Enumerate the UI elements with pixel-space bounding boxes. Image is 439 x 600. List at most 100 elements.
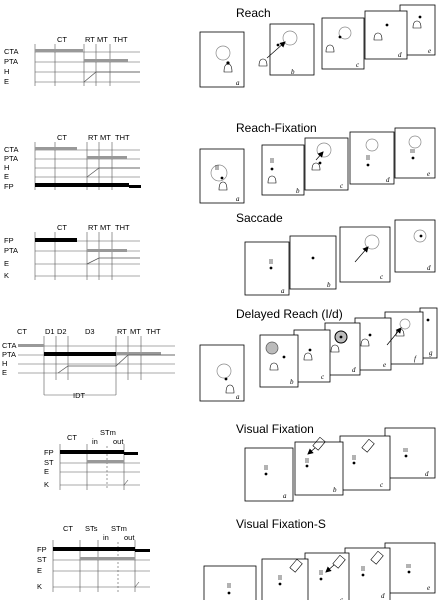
phase-label: RT [85, 35, 95, 44]
panel-label: a [236, 393, 240, 401]
signal-label: FP [4, 182, 14, 191]
panel-label: b [290, 378, 294, 386]
timing-diagram-delayed-reach: CT D1 D2 D3 RT MT THT CTA PTA H E IDT [2, 327, 175, 400]
phase-label: THT [115, 133, 130, 142]
phase-label: D2 [57, 327, 67, 336]
phase-label: RT [117, 327, 127, 336]
phase-label: CT [67, 433, 77, 442]
phase-label: THT [146, 327, 161, 336]
panel-label: d [352, 366, 356, 374]
panel-label: b [327, 281, 331, 289]
signal-label: K [44, 480, 49, 489]
signal-label: CTA [2, 341, 16, 350]
phase-label: STm [100, 428, 116, 437]
panel-stack-reach-fixation [199, 127, 436, 204]
task-title: Delayed Reach (I/d) [236, 307, 343, 321]
signal-label: K [4, 271, 9, 280]
signal-label: K [37, 582, 42, 591]
signal-label: E [4, 259, 9, 268]
phase-label: RT [88, 133, 98, 142]
panel-label: b [333, 486, 337, 494]
phase-label: STs [85, 524, 98, 533]
panel-label: a [283, 492, 287, 500]
task-visual-fixation-s: CT STs STm in out FP ST E K Visual Fixat… [37, 517, 436, 600]
task-title: Visual Fixation-S [236, 517, 326, 531]
phase-label: CT [57, 223, 67, 232]
panel-stack-reach [199, 4, 436, 88]
phase-label: in [103, 533, 109, 542]
panel-label: d [381, 592, 385, 600]
panel-label: c [340, 182, 344, 190]
task-title: Visual Fixation [236, 422, 314, 436]
timing-diagram-visual-fixation-s: CT STs STm in out FP ST E K [37, 524, 150, 592]
panel-label: c [321, 373, 325, 381]
timing-diagram-visual-fixation: CT STm in out FP ST E K [44, 428, 140, 490]
signal-label: PTA [2, 350, 16, 359]
phase-label: in [92, 437, 98, 446]
task-delayed-reach: CT D1 D2 D3 RT MT THT CTA PTA H E IDT [2, 307, 438, 402]
panel-stack-delayed-reach [199, 307, 438, 402]
panel-label: c [380, 273, 384, 281]
signal-label: FP [37, 545, 47, 554]
panel-label: e [383, 361, 386, 369]
signal-label: E [4, 172, 9, 181]
signal-label: PTA [4, 57, 18, 66]
phase-label: MT [130, 327, 141, 336]
signal-label: H [4, 163, 9, 172]
panel-label: g [429, 349, 433, 357]
phase-label: CT [63, 524, 73, 533]
phase-label: MT [100, 223, 111, 232]
task-reach: CT RT MT THT CTA PTA H E Reach [4, 4, 436, 88]
phase-label: D1 [45, 327, 55, 336]
interval-label: IDT [73, 391, 86, 400]
phase-label: THT [115, 223, 130, 232]
panel-label: c [340, 596, 344, 600]
task-title: Saccade [236, 211, 283, 225]
signal-label: PTA [4, 154, 18, 163]
panel-label: e [428, 47, 431, 55]
task-title: Reach [236, 6, 271, 20]
phase-label: out [113, 437, 124, 446]
panel-label: e [427, 584, 430, 592]
phase-label: CT [57, 133, 67, 142]
phase-label: D3 [85, 327, 95, 336]
panel-label: a [236, 79, 240, 87]
phase-label: STm [111, 524, 127, 533]
signal-label: H [2, 359, 7, 368]
panel-label: e [427, 170, 430, 178]
panel-label: f [414, 355, 417, 363]
signal-label: E [44, 467, 49, 476]
panel-label: d [398, 51, 402, 59]
phase-label: RT [88, 223, 98, 232]
panel-label: d [427, 264, 431, 272]
timing-diagram-saccade: CT RT MT THT FP PTA E K [4, 223, 140, 280]
signal-label: FP [44, 448, 54, 457]
panel-stack-visual-fixation-s [203, 542, 436, 600]
panel-label: b [291, 68, 295, 76]
signal-label: E [2, 368, 7, 377]
panel-label: d [386, 176, 390, 184]
phase-label: MT [97, 35, 108, 44]
signal-label: E [37, 566, 42, 575]
panel-label: b [296, 187, 300, 195]
panel-stack-visual-fixation [244, 427, 436, 502]
task-visual-fixation: CT STm in out FP ST E K Visual Fixation [44, 422, 436, 502]
task-saccade: CT RT MT THT FP PTA E K Saccade [4, 211, 436, 296]
signal-label: H [4, 67, 9, 76]
signal-label: PTA [4, 246, 18, 255]
panel-label: a [236, 195, 240, 203]
timing-diagram-reach-fixation: CT RT MT THT CTA PTA H E FP [4, 133, 141, 191]
panel-label: c [356, 61, 360, 69]
task-reach-fixation: CT RT MT THT CTA PTA H E FP Reach-Fixati… [4, 121, 436, 204]
phase-label: MT [100, 133, 111, 142]
signal-label: CTA [4, 47, 18, 56]
timing-diagram-reach: CT RT MT THT CTA PTA H E [4, 35, 140, 86]
signal-label: ST [44, 458, 54, 467]
signal-label: FP [4, 236, 14, 245]
panel-label: c [380, 481, 384, 489]
signal-label: ST [37, 555, 47, 564]
phase-label: THT [113, 35, 128, 44]
task-title: Reach-Fixation [236, 121, 317, 135]
panel-label: d [425, 470, 429, 478]
